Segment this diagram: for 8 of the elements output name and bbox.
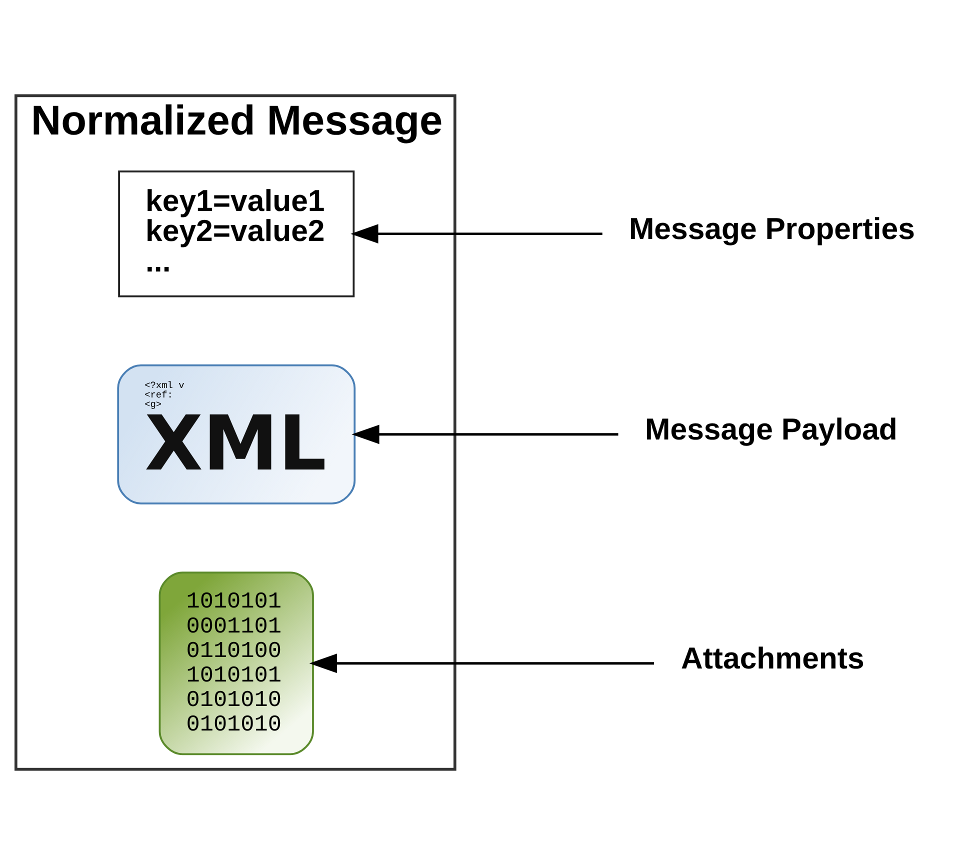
arrow <box>309 653 654 673</box>
node-text: Message Properties <box>628 212 915 246</box>
node-text: Attachments <box>681 642 864 676</box>
node-text: Message Payload <box>645 413 898 446</box>
arrow <box>352 424 618 444</box>
node-box: key1=value1 key2=value2 ... <box>118 170 355 297</box>
node-box: 1010101 0001101 0110100 1010101 0101010 0101010 <box>158 571 314 755</box>
arrow <box>350 224 602 243</box>
